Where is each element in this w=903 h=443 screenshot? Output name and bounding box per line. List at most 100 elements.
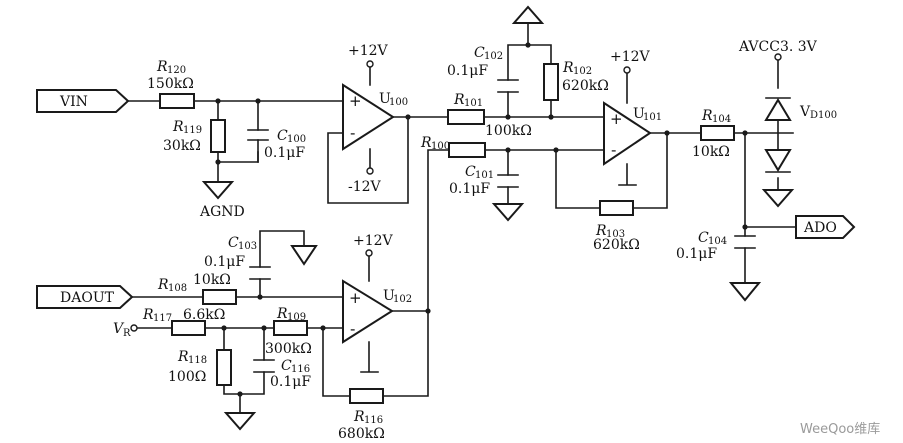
ground-r118-icon	[223, 412, 257, 431]
resistor-r101	[447, 109, 485, 125]
resistor-r102	[543, 63, 559, 101]
c101-value: 0.1μF	[449, 181, 490, 197]
c102-name: C	[474, 45, 485, 61]
capacitor-c102	[497, 79, 519, 93]
ground-c103-icon	[290, 245, 318, 266]
r102-sub: 102	[573, 66, 592, 77]
r109-name: R	[276, 306, 288, 322]
resistor-r118	[216, 349, 232, 386]
u102-plus: +	[349, 289, 362, 307]
u100-name: U	[379, 91, 391, 107]
r100-sub: 100	[431, 141, 450, 152]
diode-vd100	[764, 97, 792, 173]
u102-name: U	[383, 288, 395, 304]
r103-name: R	[595, 223, 607, 239]
resistors	[159, 63, 735, 404]
u100-vminus-label: -12V	[348, 179, 382, 195]
port-ado	[795, 215, 856, 239]
c102-sub: 102	[484, 51, 503, 62]
u100-minus: -	[350, 124, 355, 142]
resistor-r108	[202, 289, 237, 305]
c101-name: C	[465, 164, 476, 180]
vd100-sub: D100	[810, 110, 837, 121]
opamp-u100	[342, 83, 395, 151]
c100-name: C	[277, 128, 288, 144]
reference-up-arrow-icon	[511, 5, 545, 24]
c103-value: 0.1μF	[204, 254, 245, 270]
capacitor-c104	[734, 235, 756, 249]
r109-sub: 109	[287, 312, 306, 323]
port-daout	[36, 285, 134, 309]
ground-agnd-icon	[201, 181, 235, 200]
u100-sub: 100	[389, 97, 408, 108]
u101-vplus-label: +12V	[610, 49, 651, 65]
vr-sub-label: R	[123, 328, 131, 339]
r116-name: R	[353, 409, 365, 425]
resistor-r117	[171, 320, 206, 336]
r120-sub: 120	[167, 65, 186, 76]
r100-name: R	[420, 135, 432, 151]
c103-sub: 103	[238, 241, 257, 252]
junctions	[215, 42, 748, 397]
r108-sub: 108	[168, 283, 187, 294]
port-ado-label: ADO	[803, 220, 837, 236]
resistor-r116	[349, 388, 384, 404]
resistor-r103	[599, 200, 634, 216]
r117-value: 6.6kΩ	[183, 307, 225, 323]
r118-sub: 118	[188, 355, 207, 366]
vr-label: V	[113, 321, 125, 337]
r101-sub: 101	[464, 98, 483, 109]
resistor-r104	[700, 125, 735, 141]
c100-value: 0.1μF	[264, 145, 305, 161]
u100-plus: +	[349, 92, 362, 110]
u100-vplus-label: +12V	[348, 43, 389, 59]
resistor-r120	[159, 93, 195, 109]
r117-sub: 117	[153, 313, 172, 324]
capacitor-c116	[253, 359, 275, 373]
r120-value: 150kΩ	[147, 76, 194, 92]
c104-sub: 104	[708, 236, 727, 247]
u101-name: U	[633, 106, 645, 122]
r104-value: 10kΩ	[692, 144, 730, 160]
resistor-r119	[210, 119, 226, 153]
capacitor-c103	[249, 266, 271, 280]
capacitor-c101	[497, 174, 519, 188]
r101-name: R	[453, 92, 465, 108]
r120-name: R	[156, 59, 168, 75]
r103-value: 620kΩ	[593, 237, 640, 253]
resistor-r109	[273, 320, 308, 336]
capacitor-c100	[247, 129, 269, 141]
r116-sub: 116	[364, 415, 383, 426]
port-daout-label: DAOUT	[60, 290, 115, 306]
c104-value: 0.1μF	[676, 246, 717, 262]
ground-c104-icon	[728, 282, 762, 302]
port-vin-label: VIN	[59, 94, 88, 110]
r108-name: R	[157, 277, 169, 293]
r119-sub: 119	[183, 125, 202, 136]
c100-sub: 100	[287, 134, 306, 145]
u101-plus: +	[610, 110, 623, 128]
r118-value: 100Ω	[168, 369, 206, 385]
r104-sub: 104	[712, 114, 731, 125]
r101-value: 100kΩ	[485, 123, 532, 139]
r102-name: R	[562, 60, 574, 76]
r108-value: 10kΩ	[193, 272, 231, 288]
c116-name: C	[281, 358, 292, 374]
r116-value: 680kΩ	[338, 426, 385, 442]
r103-sub: 103	[606, 229, 625, 240]
r117-name: R	[142, 307, 154, 323]
c116-value: 0.1μF	[270, 374, 311, 390]
c116-sub: 116	[291, 364, 310, 375]
r104-name: R	[701, 108, 713, 124]
u102-sub: 102	[393, 294, 412, 305]
u101-sub: 101	[643, 112, 662, 123]
r102-value: 620kΩ	[562, 78, 609, 94]
ground-c101-icon	[491, 203, 525, 222]
watermark: WeeQoo维库	[800, 421, 880, 437]
u102-vplus-label: +12V	[353, 233, 394, 249]
c104-name: C	[698, 230, 709, 246]
opamp-u101	[603, 101, 652, 166]
port-vin	[36, 89, 130, 113]
